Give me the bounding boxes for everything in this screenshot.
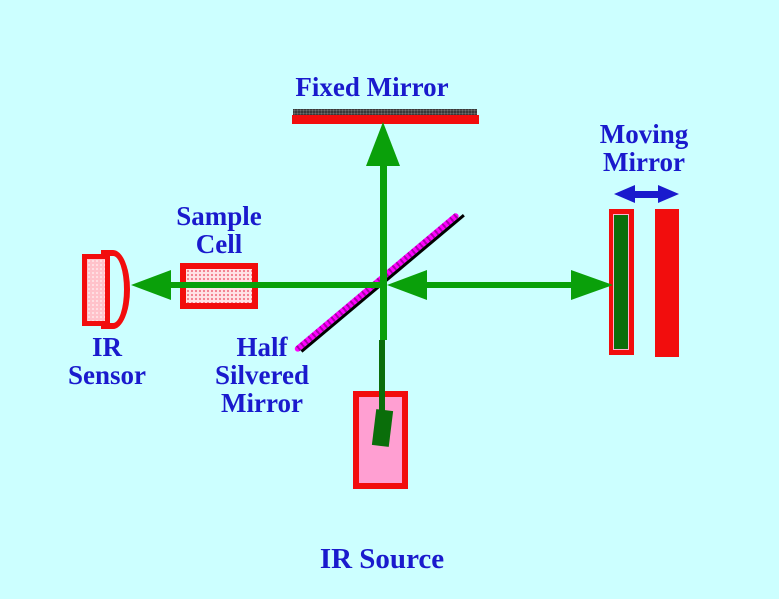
moving-mirror-label: Moving Mirror <box>584 120 704 176</box>
half-silvered-mirror-label-line1: Half <box>236 332 288 362</box>
ir-sensor-label-line1: IR <box>91 332 122 362</box>
half-silvered-mirror-label-line3: Mirror <box>221 388 303 418</box>
moving-mirror <box>609 209 634 355</box>
beam-from-splitter-down <box>380 286 387 340</box>
beam-to-sensor <box>165 282 387 288</box>
moving-mirror-label-line2: Mirror <box>603 147 685 177</box>
motion-arrow-left-head-icon <box>614 185 635 203</box>
ir-sensor <box>82 254 110 326</box>
beam-up-arrowhead-icon <box>366 122 400 166</box>
beam-left-arrowhead-icon <box>131 270 171 300</box>
moving-mirror-back-plate <box>655 209 679 357</box>
fixed-mirror-coating <box>293 109 477 116</box>
beam-to-fixed-mirror <box>380 160 387 288</box>
beam-center-arrowhead-icon <box>387 270 427 300</box>
moving-mirror-face <box>613 214 629 350</box>
sample-cell-label-line1: Sample <box>176 201 262 231</box>
motion-arrow-shaft <box>628 191 666 198</box>
sample-cell-label-line2: Cell <box>195 229 243 259</box>
moving-mirror-label-line1: Moving <box>599 119 689 149</box>
beam-from-source <box>379 340 385 412</box>
ir-sensor-label-line2: Sensor <box>67 360 146 390</box>
beam-to-moving-mirror <box>418 282 576 288</box>
half-silvered-mirror-label-line2: Silvered <box>215 360 309 390</box>
fixed-mirror-label: Fixed Mirror <box>295 72 449 102</box>
ir-source-label: IR Source <box>319 543 445 575</box>
half-silvered-mirror-label: Half Silvered Mirror <box>192 333 332 417</box>
ir-sensor-label: IR Sensor <box>45 333 169 389</box>
sample-cell-label: Sample Cell <box>159 202 279 258</box>
beam-right-arrowhead-icon <box>571 270 613 300</box>
fixed-mirror <box>292 115 479 124</box>
motion-arrow-right-head-icon <box>658 185 679 203</box>
